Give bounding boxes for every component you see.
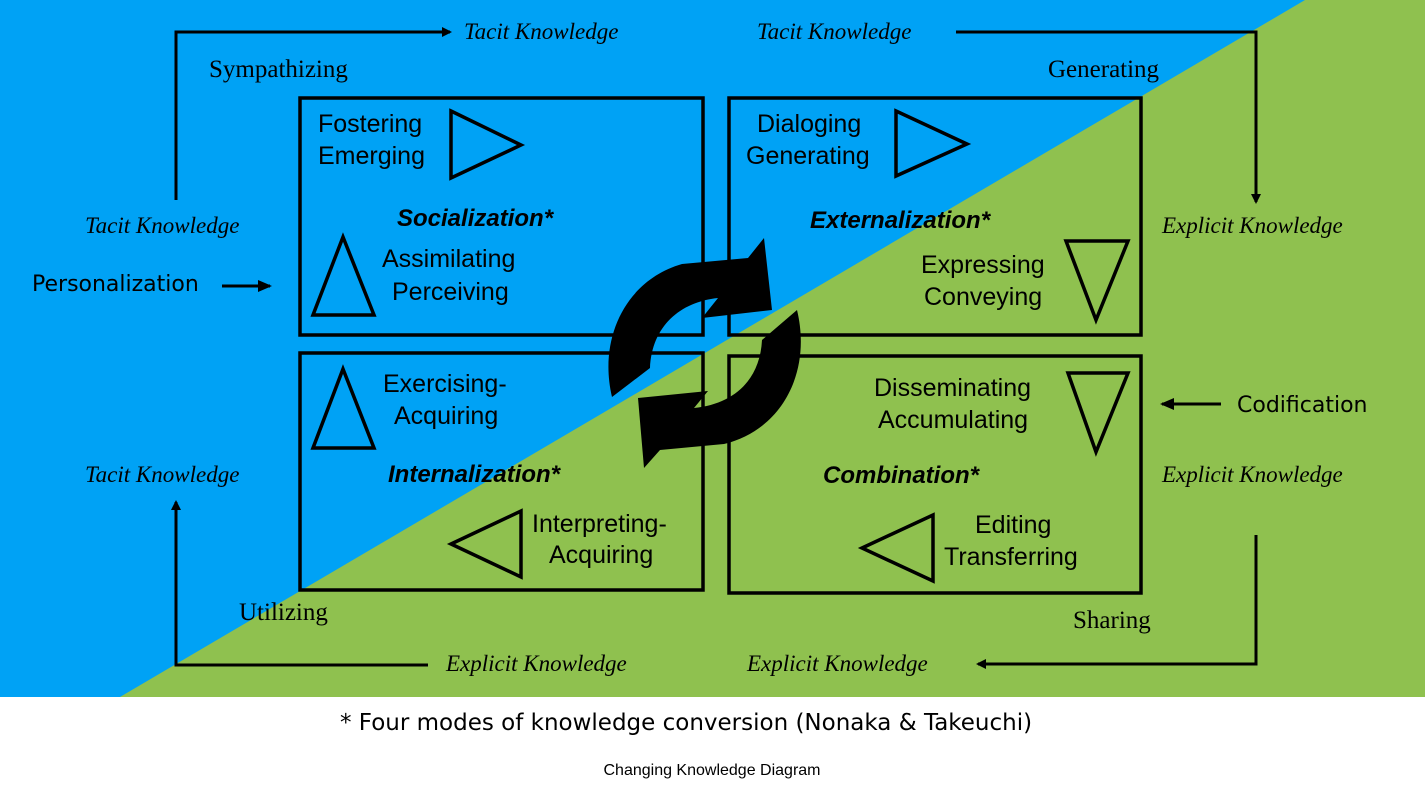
quadrant-item: Conveying: [924, 283, 1042, 311]
quadrant-item: Acquiring: [394, 402, 498, 430]
flow-label-top-left: Tacit Knowledge: [464, 19, 618, 44]
flow-arrows: [171, 27, 1261, 669]
quadrant-title: Combination*: [823, 462, 981, 489]
quadrant-item: Generating: [746, 142, 870, 170]
quadrant-externalization: Dialoging Generating Externalization* Ex…: [727, 96, 1143, 337]
quadrant-combination: Disseminating Accumulating Combination* …: [727, 354, 1143, 595]
flow-label-left-lower: Tacit Knowledge: [85, 462, 239, 487]
quadrant-item: Fostering: [318, 110, 422, 138]
triangle-up-icon: [310, 364, 377, 450]
side-label-personalization: Personalization: [32, 272, 199, 297]
side-label-codification: Codification: [1237, 393, 1367, 418]
quadrant-item: Transferring: [944, 543, 1078, 571]
quadrant-box: [727, 96, 1143, 337]
quadrant-box: [298, 351, 705, 592]
quadrant-item: Assimilating: [382, 245, 515, 273]
process-label-utilizing: Utilizing: [239, 599, 328, 626]
flow-arrow-utilizing: [171, 500, 428, 667]
triangle-up-icon: [310, 232, 377, 317]
flow-arrow-sympathizing: [174, 27, 452, 200]
flow-label-right-lower: Explicit Knowledge: [1161, 462, 1343, 487]
quadrant-title: Socialization*: [397, 205, 555, 232]
flow-label-top-right: Tacit Knowledge: [757, 19, 911, 44]
flow-label-bottom-left: Explicit Knowledge: [445, 651, 627, 676]
quadrant-socialization: Fostering Emerging Socialization* Assimi…: [298, 96, 705, 337]
triangle-down-icon: [1063, 239, 1131, 325]
quadrant-item: Expressing: [921, 251, 1045, 279]
quadrant-title: Externalization*: [810, 207, 992, 234]
quadrant-item: Dialoging: [757, 110, 861, 138]
triangle-down-icon: [1065, 371, 1131, 457]
quadrant-item: Disseminating: [874, 374, 1031, 402]
cycle-arrow-upper: [608, 238, 772, 397]
process-label-sympathizing: Sympathizing: [209, 56, 348, 83]
quadrant-title: Internalization*: [388, 461, 562, 488]
triangle-right-icon: [449, 108, 526, 181]
flow-label-right-upper: Explicit Knowledge: [1161, 213, 1343, 238]
quadrant-internalization: Exercising- Acquiring Internalization* I…: [298, 351, 705, 592]
footnote: * Four modes of knowledge conversion (No…: [340, 710, 1032, 736]
triangle-left-icon: [446, 508, 523, 580]
quadrant-item: Perceiving: [392, 278, 509, 306]
triangle-right-icon: [894, 108, 972, 179]
quadrant-item: Interpreting-: [532, 510, 667, 538]
quadrant-box: [727, 354, 1143, 595]
quadrant-item: Emerging: [318, 142, 425, 170]
cycle-arrow-lower: [638, 310, 801, 468]
quadrant-item: Editing: [975, 511, 1051, 539]
quadrant-box: [298, 96, 705, 337]
cycle-arrows-icon: [608, 238, 801, 468]
triangle-left-icon: [857, 512, 935, 584]
diagram-caption: Changing Knowledge Diagram: [603, 762, 820, 779]
flow-label-bottom-right: Explicit Knowledge: [746, 651, 928, 676]
process-label-sharing: Sharing: [1073, 607, 1151, 634]
quadrant-item: Accumulating: [878, 406, 1028, 434]
flow-arrow-sharing: [976, 535, 1258, 669]
process-label-generating: Generating: [1048, 56, 1160, 83]
flow-arrow-generating: [956, 30, 1261, 204]
flow-label-left-upper: Tacit Knowledge: [85, 213, 239, 238]
quadrant-item: Acquiring: [549, 541, 653, 569]
quadrant-item: Exercising-: [383, 370, 507, 398]
